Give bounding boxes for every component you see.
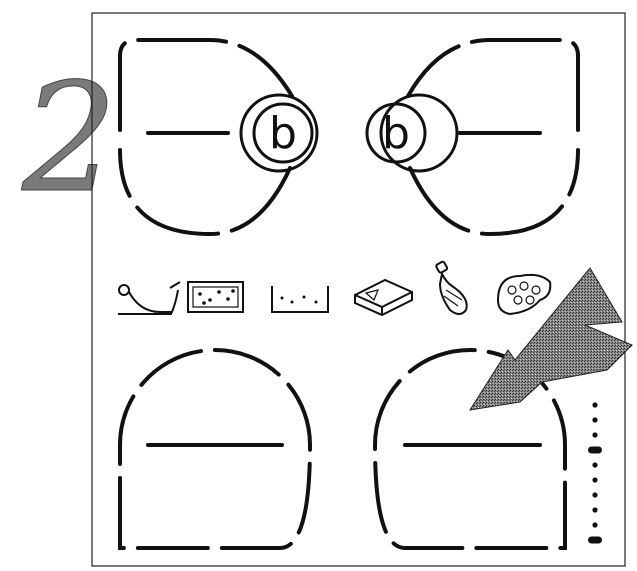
pointer-arrow: [468, 267, 633, 411]
figure-number: 2: [21, 52, 117, 226]
zone-badge-inner: [365, 102, 427, 164]
zone-outline: [118, 38, 294, 237]
bottle-icon: [435, 260, 468, 315]
zone-front-left: [118, 348, 313, 550]
zone-badge-ring: [239, 93, 319, 173]
steak-icon: [496, 273, 552, 316]
zone-rear-right: [365, 38, 580, 237]
zone-badge-ring: [379, 93, 459, 173]
zone-badge-inner: [252, 102, 314, 164]
zone-badge-label: b: [269, 108, 297, 159]
power-level-dot: [592, 477, 598, 483]
power-level-dot: [592, 432, 598, 438]
panel-border: [91, 12, 626, 567]
power-level-scale: [588, 402, 602, 544]
zone-outline: [118, 348, 313, 550]
power-level-dot: [592, 402, 598, 408]
zone-badge-label: b: [382, 108, 410, 159]
zone-rear-left: [118, 38, 319, 237]
power-level-marker-min: [588, 536, 602, 544]
power-level-dot: [592, 522, 598, 528]
cake-slice-icon: [354, 278, 413, 317]
saucepan-icon: [271, 286, 329, 313]
power-level-dot: [592, 462, 598, 468]
food-icon-row: [118, 260, 552, 317]
power-level-dot: [592, 507, 598, 513]
baking-tray-icon: [187, 281, 244, 313]
power-level-marker-active: [588, 446, 602, 454]
zone-outline: [406, 38, 580, 237]
power-level-dot: [592, 492, 598, 498]
gravy-boat-icon: [118, 281, 181, 315]
power-level-dot: [592, 417, 598, 423]
